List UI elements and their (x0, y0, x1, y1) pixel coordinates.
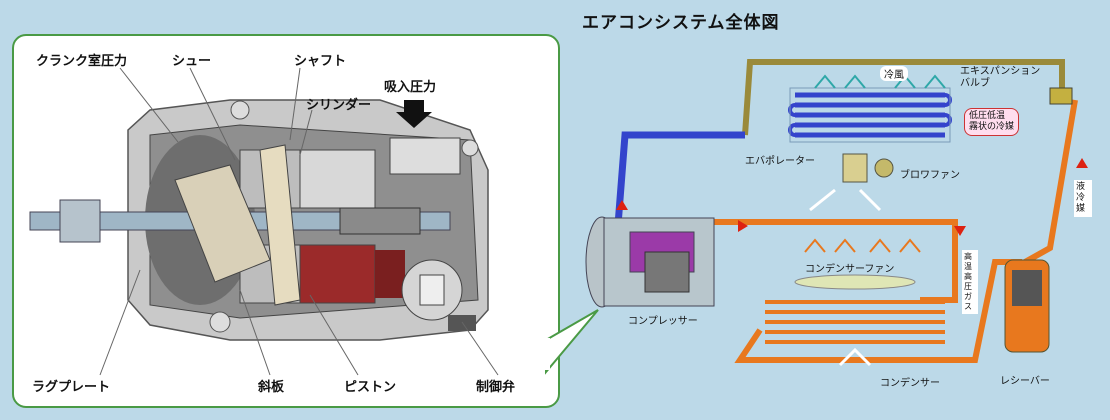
label-condenser: コンデンサー (880, 378, 940, 389)
label-expansion-valve: エキスパンション バルブ (960, 66, 1041, 89)
callout-pointer-mask (540, 338, 550, 370)
label-lug-plate: ラグプレート (32, 380, 111, 395)
liquid-line-right (1023, 99, 1078, 265)
label-liquid-refrigerant: 液冷媒 (1074, 180, 1092, 217)
label-cylinder: シリンダー (306, 98, 372, 113)
flow-arrows (616, 158, 1088, 236)
label-control-valve: 制御弁 (476, 380, 516, 395)
diagram-title: エアコンシステム全体図 (582, 13, 780, 33)
label-cold-air: 冷風 (880, 66, 908, 81)
evaporator-coil (788, 92, 952, 138)
condenser-coil (765, 300, 945, 344)
condenser-airflow-arrows (838, 347, 872, 367)
label-condenser-fan: コンデンサーファン (805, 264, 895, 275)
cold-air-arrows (814, 74, 946, 89)
label-high-pressure-gas: 高温高圧ガス (962, 250, 978, 314)
label-shaft: シャフト (294, 54, 347, 69)
liquid-line-top (742, 59, 1065, 136)
label-low-pressure-mist: 低圧低温 霧状の冷媒 (964, 108, 1020, 136)
evaporator-frame (789, 87, 951, 143)
label-suction-pressure: 吸入圧力 (384, 80, 437, 95)
label-compressor: コンプレッサー (628, 316, 698, 327)
callout-pointer (545, 309, 599, 375)
system-compressor (585, 216, 715, 308)
label-piston: ピストン (344, 380, 397, 395)
label-receiver: レシーバー (1000, 376, 1050, 387)
suction-line (614, 131, 745, 236)
label-blower-fan: ブロワファン (900, 170, 960, 181)
label-shoe: シュー (172, 54, 212, 69)
leader-lines (99, 67, 499, 376)
condenser-fan-arrows (804, 238, 921, 253)
compressor-cutaway (29, 99, 489, 341)
label-crank-pressure: クランク室圧力 (36, 54, 128, 69)
label-swash-plate: 斜板 (258, 380, 285, 395)
label-evaporator: エバポレーター (745, 156, 815, 167)
condenser-outlet (734, 259, 1022, 363)
blower-airflow-arrows (809, 188, 882, 212)
